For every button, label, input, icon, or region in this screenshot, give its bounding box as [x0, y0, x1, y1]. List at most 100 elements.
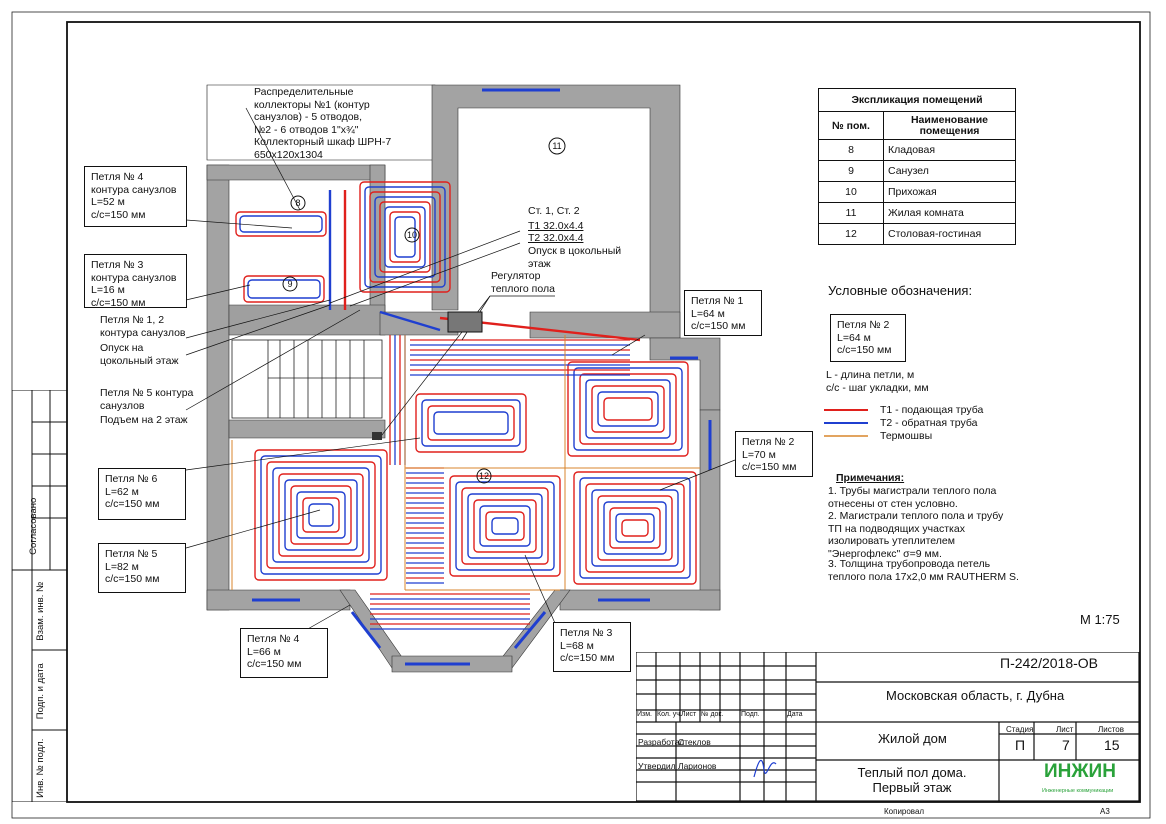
legend-swatches: [824, 409, 868, 437]
title-header-cell: № док.: [701, 711, 724, 718]
pipe-ring: [266, 461, 376, 569]
pipe-ring: [485, 511, 525, 541]
legend-notes: L - длина петли, м с/с - шаг укладки, мм: [826, 369, 929, 394]
pipe-ring: [415, 393, 527, 453]
pipe-ring: [421, 399, 521, 447]
explication-room-name: Кладовая: [883, 139, 1016, 161]
pipe-ring: [254, 449, 388, 581]
title-header-cell: Изм.: [637, 711, 652, 718]
heating-loops: [231, 181, 700, 630]
label-loop12-wet: Петля № 1, 2 контура санузлов: [100, 314, 186, 339]
pipe-ring: [374, 196, 436, 278]
pipe-ring: [573, 367, 683, 451]
pipe-ring: [359, 181, 451, 293]
pipe-ring: [394, 216, 416, 258]
label-loop3: Петля № 3 L=68 м с/с=150 мм: [553, 622, 631, 672]
pipe-ring: [247, 279, 321, 299]
label-loop2: Петля № 2 L=70 м с/с=150 мм: [735, 431, 813, 477]
room-mark-11: 11: [552, 141, 561, 151]
room-mark-8: 8: [295, 198, 300, 208]
legend-t2: Т2 - обратная труба: [880, 417, 978, 429]
developer-role: Разработал: [638, 737, 685, 747]
stamp-inv-repl: Взам. инв. №: [34, 581, 46, 641]
regulator-label: Регулятор теплого пола: [491, 270, 555, 295]
remarks-title: Примечания:: [836, 472, 905, 484]
stamp-inv-orig: Инв. № подл.: [34, 738, 46, 798]
legend-sample: Петля № 2 L=64 м с/с=150 мм: [830, 314, 906, 362]
regulator-box: [372, 432, 382, 440]
riser-descent: Опуск в цокольный этаж: [528, 245, 622, 270]
collector-note: Распределительные коллекторы №1 (контур …: [254, 86, 392, 161]
side-stamp: [12, 390, 68, 802]
windows: [252, 88, 712, 666]
pipe-ring: [585, 483, 685, 573]
signature-mark: [753, 759, 777, 778]
explication-col-name: Наименование помещения: [883, 111, 1016, 140]
pipe-ring: [364, 186, 446, 288]
pipe-ring: [272, 467, 370, 563]
explication-room-name: Жилая комната: [883, 202, 1016, 224]
company-logo-sub: Инженерные коммуникации: [1042, 788, 1114, 794]
pipe-ring: [379, 201, 431, 273]
pipe-ring: [573, 471, 697, 585]
explication-room-name: Прихожая: [883, 181, 1016, 203]
remark-2: 2. Магистрали теплого пола и трубу ТП на…: [828, 510, 1004, 560]
pipe-ring: [579, 373, 677, 445]
pipe-ring: [473, 499, 537, 553]
pipe-ring: [461, 487, 549, 565]
label-descent: Опуск на цокольный этаж: [100, 342, 179, 367]
explication-room-num: 10: [818, 181, 884, 203]
explication-table: Экспликация помещений № пом. Наименовани…: [818, 88, 1016, 245]
label-rise: Подъем на 2 этаж: [100, 414, 188, 426]
pipe-ring: [449, 475, 561, 577]
explication-room-num: 11: [818, 202, 884, 224]
explication-title: Экспликация помещений: [818, 88, 1016, 112]
pipe-ring: [467, 493, 543, 559]
doc-code: П-242/2018-ОВ: [1000, 655, 1099, 671]
developer-name: Стеклов: [678, 737, 711, 747]
label-loop4: Петля № 4 L=66 м с/с=150 мм: [240, 628, 328, 678]
risers-title: Ст. 1, Ст. 2: [528, 205, 580, 217]
pipe-ring: [369, 191, 441, 283]
remark-3: 3. Толщина трубопровода петель теплого п…: [828, 558, 1019, 583]
collector-cabinet: [447, 311, 483, 333]
pipe-ring: [579, 477, 691, 579]
label-loop3-wet: Петля № 3 контура санузлов L=16 м с/с=15…: [84, 254, 187, 309]
sheet-label: Лист: [1056, 725, 1074, 734]
approver-name: Ларионов: [678, 761, 717, 771]
pipe-ring: [621, 519, 649, 537]
room-mark-12: 12: [479, 471, 489, 481]
explication-room-num: 9: [818, 160, 884, 182]
room-mark-10: 10: [407, 230, 417, 240]
legend-t1: Т1 - подающая труба: [880, 404, 984, 416]
room-marks: [282, 137, 566, 484]
pipe-ring: [308, 503, 334, 527]
stage-value: П: [1015, 737, 1026, 753]
pipe-ring: [290, 485, 352, 545]
title-block-grid: [636, 652, 1140, 802]
copied-label: Копировал: [884, 807, 925, 816]
scale-label: М 1:75: [1080, 612, 1120, 627]
label-loop5: Петля № 5 L=82 м с/с=150 мм: [98, 543, 186, 593]
pipe-ring: [260, 455, 382, 575]
title-header-cell: Дата: [787, 711, 803, 718]
approver-role: Утвердил: [638, 761, 676, 771]
pipe-ring: [389, 211, 421, 263]
object-name: Жилой дом: [878, 731, 947, 746]
pipe-ring: [278, 473, 364, 557]
pipe-ring: [603, 501, 667, 555]
riser-t2: Т2 32.0х4.4: [528, 232, 584, 244]
pipe-ring: [433, 411, 509, 435]
pipe-ring: [591, 489, 679, 567]
format-label: А3: [1100, 807, 1110, 816]
explication-room-name: Столовая-гостиная: [883, 223, 1016, 245]
label-loop4-wet: Петля № 4 контура санузлов L=52 м с/с=15…: [84, 166, 187, 227]
legend-title: Условные обозначения:: [828, 283, 973, 298]
pipe-ring: [609, 507, 661, 549]
label-loop1: Петля № 1 L=64 м с/с=150 мм: [684, 290, 762, 336]
label-loop6: Петля № 6 L=62 м с/с=150 мм: [98, 468, 186, 520]
explication-room-num: 8: [818, 139, 884, 161]
